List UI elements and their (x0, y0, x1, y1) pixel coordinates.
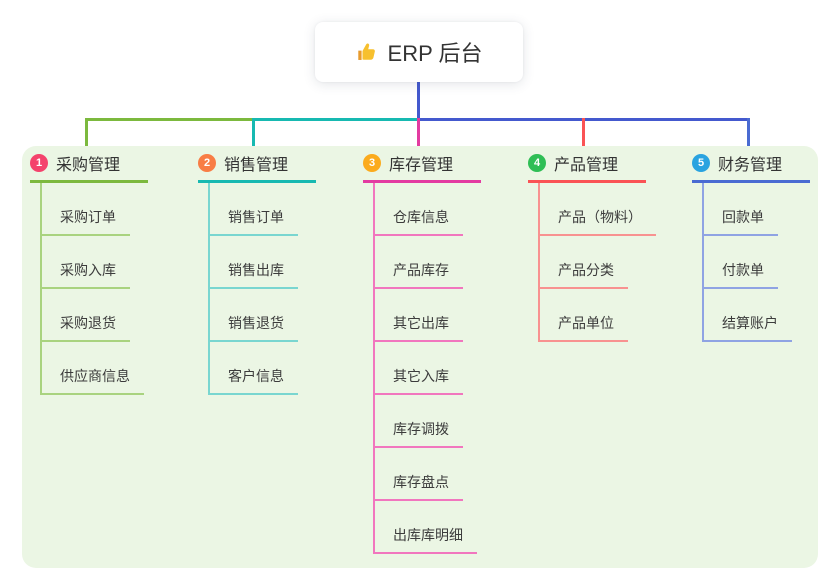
child-item: 销售订单 (210, 183, 316, 236)
child-item: 销售退货 (210, 289, 316, 342)
child-node[interactable]: 采购退货 (42, 314, 130, 342)
branch-number-badge: 4 (528, 154, 546, 172)
child-item: 产品库存 (375, 236, 481, 289)
branch-number-badge: 1 (30, 154, 48, 172)
child-node[interactable]: 其它入库 (375, 367, 463, 395)
branch-drop-line (252, 118, 255, 146)
child-node[interactable]: 采购订单 (42, 208, 130, 236)
child-node[interactable]: 库存调拨 (375, 420, 463, 448)
child-item: 销售出库 (210, 236, 316, 289)
child-node[interactable]: 仓库信息 (375, 208, 463, 236)
branch-children: 采购订单 采购入库 采购退货 供应商信息 (40, 183, 148, 395)
child-node[interactable]: 出库库明细 (375, 526, 477, 554)
child-node[interactable]: 销售出库 (210, 261, 298, 289)
child-node[interactable]: 库存盘点 (375, 473, 463, 501)
child-item: 客户信息 (210, 342, 316, 395)
child-node[interactable]: 销售退货 (210, 314, 298, 342)
branch-drop-line (85, 118, 88, 146)
branch-children: 回款单 付款单 结算账户 (702, 183, 810, 342)
child-item: 采购订单 (42, 183, 148, 236)
connector-spine-segment (252, 118, 420, 121)
branch-label: 财务管理 (718, 157, 783, 174)
branch-children: 仓库信息 产品库存 其它出库 其它入库 库存调拨 库存盘点 出库库明细 (373, 183, 481, 554)
root-connector-line (417, 82, 420, 121)
child-node[interactable]: 结算账户 (704, 314, 792, 342)
child-node[interactable]: 产品（物料） (540, 208, 656, 236)
child-node[interactable]: 回款单 (704, 208, 778, 236)
branch-number-badge: 2 (198, 154, 216, 172)
child-node[interactable]: 销售订单 (210, 208, 298, 236)
child-node[interactable]: 其它出库 (375, 314, 463, 342)
branch-header-3[interactable]: 3 库存管理 (363, 149, 481, 183)
branch-drop-line (747, 118, 750, 146)
connector-spine-segment (85, 118, 255, 121)
branch-column: 4 产品管理 产品（物料） 产品分类 产品单位 (528, 149, 656, 342)
branch-drop-line (417, 118, 420, 146)
child-item: 产品分类 (540, 236, 656, 289)
branch-label: 产品管理 (554, 157, 619, 174)
branch-column: 1 采购管理 采购订单 采购入库 采购退货 供应商信息 (30, 149, 148, 395)
child-item: 供应商信息 (42, 342, 148, 395)
child-item: 采购退货 (42, 289, 148, 342)
branches-panel (22, 146, 818, 568)
child-item: 产品（物料） (540, 183, 656, 236)
branch-drop-line (582, 118, 585, 146)
child-item: 采购入库 (42, 236, 148, 289)
child-item: 其它入库 (375, 342, 481, 395)
branch-header-1[interactable]: 1 采购管理 (30, 149, 148, 183)
root-label: ERP 后台 (387, 41, 483, 66)
child-node[interactable]: 付款单 (704, 261, 778, 289)
child-item: 产品单位 (540, 289, 656, 342)
child-item: 结算账户 (704, 289, 810, 342)
branch-column: 3 库存管理 仓库信息 产品库存 其它出库 其它入库 库存调拨 库存盘点 出库库… (363, 149, 481, 554)
child-item: 库存盘点 (375, 448, 481, 501)
root-node[interactable]: ERP 后台 (315, 22, 523, 82)
child-node[interactable]: 产品库存 (375, 261, 463, 289)
branch-header-4[interactable]: 4 产品管理 (528, 149, 646, 183)
child-node[interactable]: 供应商信息 (42, 367, 144, 395)
branch-header-5[interactable]: 5 财务管理 (692, 149, 810, 183)
branch-label: 销售管理 (224, 157, 289, 174)
child-item: 其它出库 (375, 289, 481, 342)
branch-label: 库存管理 (389, 157, 454, 174)
child-node[interactable]: 产品单位 (540, 314, 628, 342)
child-item: 回款单 (704, 183, 810, 236)
branch-label: 采购管理 (56, 157, 121, 174)
child-node[interactable]: 产品分类 (540, 261, 628, 289)
branch-number-badge: 5 (692, 154, 710, 172)
child-node[interactable]: 客户信息 (210, 367, 298, 395)
child-item: 付款单 (704, 236, 810, 289)
child-item: 仓库信息 (375, 183, 481, 236)
child-item: 库存调拨 (375, 395, 481, 448)
branch-children: 销售订单 销售出库 销售退货 客户信息 (208, 183, 316, 395)
branch-column: 5 财务管理 回款单 付款单 结算账户 (692, 149, 810, 342)
branch-column: 2 销售管理 销售订单 销售出库 销售退货 客户信息 (198, 149, 316, 395)
child-item: 出库库明细 (375, 501, 481, 554)
branch-children: 产品（物料） 产品分类 产品单位 (538, 183, 656, 342)
thumbs-up-icon (356, 41, 378, 63)
branch-header-2[interactable]: 2 销售管理 (198, 149, 316, 183)
child-node[interactable]: 采购入库 (42, 261, 130, 289)
branch-number-badge: 3 (363, 154, 381, 172)
